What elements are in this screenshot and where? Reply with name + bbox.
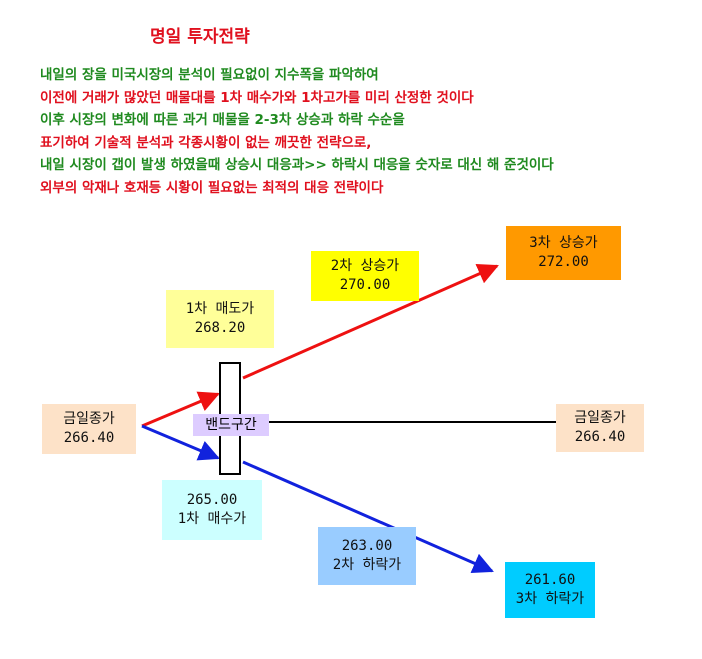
up3-box: 3차 상승가 272.00: [506, 226, 621, 280]
up-arrow-to-peak: [242, 264, 499, 380]
down-arrow-to-band: [141, 424, 220, 461]
down2-value: 263.00: [341, 538, 393, 554]
description-line-5: 내일 시장이 갭이 발생 하였을때 상승시 대응과>> 하락시 대응을 숫자로 …: [40, 157, 554, 174]
sell1-label: 1차 매도가: [185, 301, 255, 317]
description-line-2: 이전에 거래가 많았던 매물대를 1차 매수가와 1차고가를 미리 산정한 것이…: [40, 89, 474, 106]
close-left-label: 금일종가: [63, 411, 115, 427]
strategy-description: 내일의 장을 미국시장의 분석이 필요없이 지수폭을 파악하여 이전에 거래가 …: [40, 64, 554, 200]
down2-box: 263.00 2차 하락가: [318, 527, 416, 585]
page-title: 명일 투자전략: [150, 27, 250, 47]
down-arrow-to-bottom: [242, 460, 494, 574]
up2-value: 270.00: [339, 277, 391, 293]
down2-label: 2차 하락가: [332, 557, 402, 573]
up2-box: 2차 상승가 270.00: [311, 251, 419, 301]
sell1-box: 1차 매도가 268.20: [166, 290, 274, 348]
down3-label: 3차 하락가: [515, 591, 585, 607]
down3-value: 261.60: [524, 572, 576, 588]
band-label: 밴드구간: [193, 414, 269, 436]
buy1-label: 1차 매수가: [177, 511, 247, 527]
description-line-1: 내일의 장을 미국시장의 분석이 필요없이 지수폭을 파악하여: [40, 67, 379, 83]
up2-label: 2차 상승가: [330, 258, 400, 274]
close-right-label: 금일종가: [574, 410, 626, 426]
description-line-6: 외부의 악재나 호재등 시황이 필요없는 최적의 대응 전략이다: [40, 179, 384, 196]
close-left-value: 266.40: [63, 430, 115, 446]
close-right-value: 266.40: [574, 429, 626, 445]
close-right-box: 금일종가 266.40: [556, 404, 644, 452]
sell1-value: 268.20: [194, 320, 246, 336]
up3-value: 272.00: [538, 254, 589, 270]
buy1-box: 265.00 1차 매수가: [162, 480, 262, 540]
description-line-4: 표기하여 기술적 분석과 각종시황이 없는 깨끗한 전략으로,: [40, 134, 372, 151]
down3-box: 261.60 3차 하락가: [505, 562, 595, 618]
up-arrow-to-band: [141, 391, 220, 428]
close-left-box: 금일종가 266.40: [42, 404, 136, 454]
up3-label: 3차 상승가: [529, 235, 598, 251]
buy1-value: 265.00: [186, 492, 238, 508]
description-line-3: 이후 시장의 변화에 따른 과거 매물을 2-3차 상승과 하락 수순을: [40, 112, 405, 129]
